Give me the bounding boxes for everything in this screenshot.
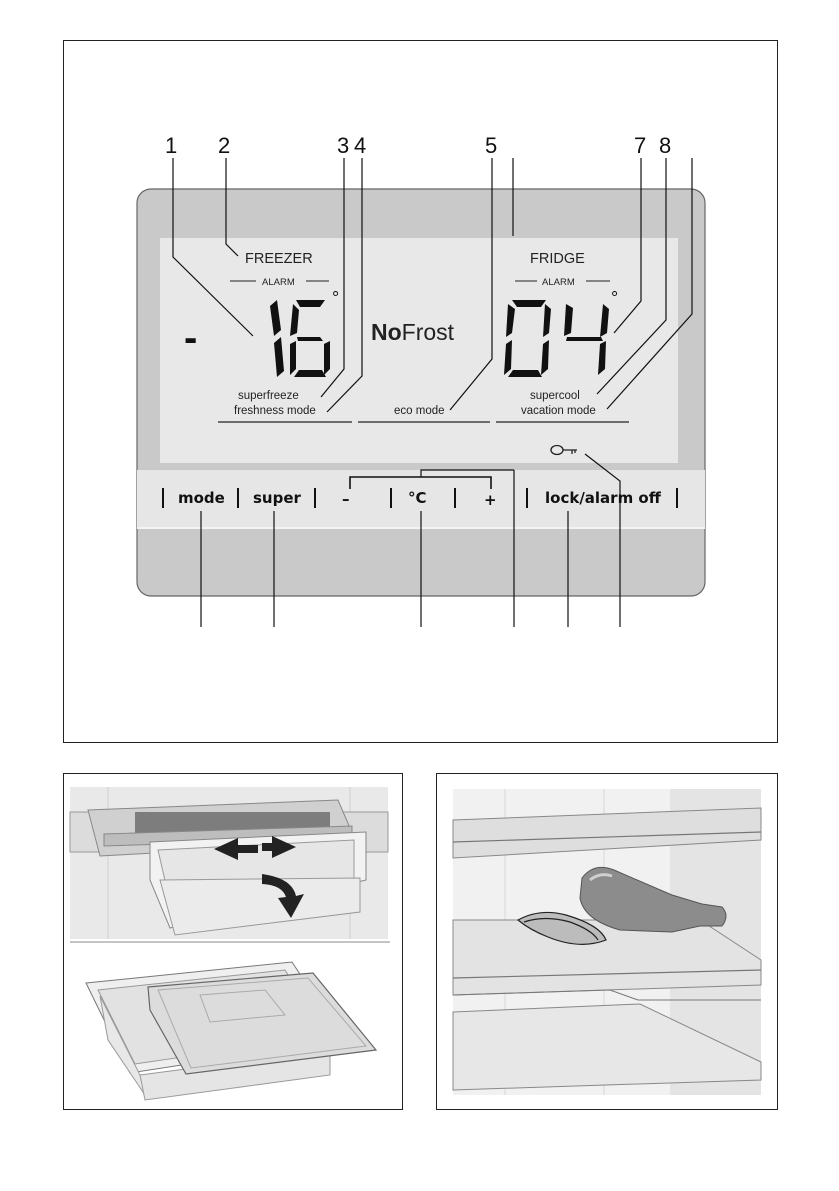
lcd-display (160, 238, 678, 463)
freezer-minus-sign: - (184, 316, 197, 360)
mode-button[interactable]: mode (178, 489, 225, 507)
callout-1: 1 (165, 133, 177, 158)
callout-leaders-top (172, 158, 693, 413)
mode-freshness: freshness mode (234, 405, 316, 417)
key-icon (550, 444, 577, 456)
freezer-label: FREEZER (245, 251, 313, 267)
callout-5: 5 (485, 133, 497, 158)
fridge-alarm-label: ALARM (542, 277, 575, 288)
mode-vacation: vacation mode (521, 405, 596, 417)
callout-3: 3 (337, 133, 349, 158)
unit-button[interactable]: °C (408, 489, 427, 507)
super-button[interactable]: super (253, 489, 302, 507)
minus-button[interactable]: – (342, 490, 350, 508)
fridge-label: FRIDGE (530, 251, 585, 267)
fridge-temperature: ° (504, 288, 618, 377)
callout-8: 8 (659, 133, 671, 158)
callout-2: 2 (218, 133, 230, 158)
plus-button[interactable]: + (484, 491, 497, 509)
callout-4: 4 (354, 133, 366, 158)
nofrost-logo: NoFrost (371, 319, 455, 345)
callout-leaders-bottom (200, 453, 621, 627)
wine-bottle (579, 866, 727, 933)
mode-superfreeze: superfreeze (238, 390, 299, 402)
mode-supercool: supercool (530, 390, 580, 402)
freezer-temperature: - ° (184, 288, 339, 377)
mode-eco: eco mode (394, 405, 445, 417)
freezer-alarm-label: ALARM (262, 277, 295, 288)
lock-alarm-off-button[interactable]: lock/alarm off (545, 489, 662, 507)
freezer-degree-symbol: ° (332, 288, 339, 308)
callout-7: 7 (634, 133, 646, 158)
fridge-degree-symbol: ° (611, 288, 618, 308)
